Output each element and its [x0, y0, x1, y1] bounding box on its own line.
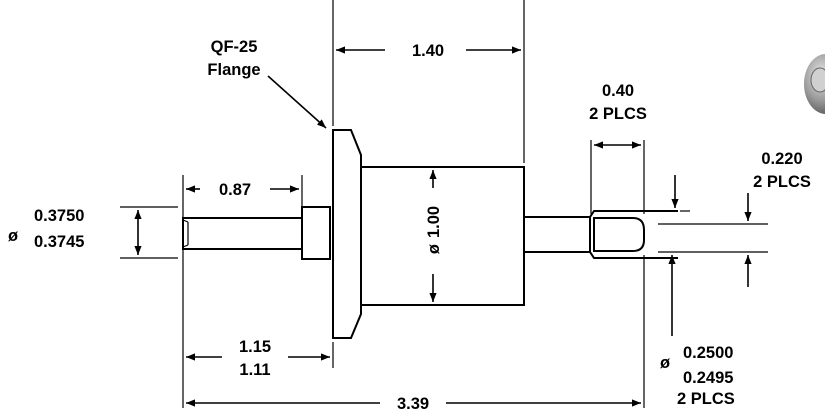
- dim-0.87: 0.87: [186, 181, 299, 199]
- flange-label-line2: Flange: [207, 61, 260, 79]
- left-shaft-chamfer: [182, 219, 189, 248]
- dim-right-step: 0.40 2 PLCS: [589, 82, 647, 149]
- flange-callout: QF-25 Flange: [207, 38, 327, 129]
- dim-left-to-flange: 1.15 1.11: [186, 338, 330, 379]
- dim-right-step-height: 0.220 2 PLCS: [671, 150, 811, 287]
- dim-right-dia-min: 0.2495: [683, 369, 733, 387]
- left-collar: [301, 206, 331, 260]
- right-shaft: [523, 210, 678, 259]
- dim-1.11-label: 1.11: [239, 361, 270, 379]
- part-outline: [182, 129, 678, 339]
- dim-1.15-label: 1.15: [239, 338, 271, 356]
- dim-body-dia-label: 1.00: [425, 206, 443, 238]
- dim-left-dia-min: 0.3745: [34, 233, 84, 251]
- dim-3.39-label: 3.39: [397, 395, 429, 413]
- dim-3.39: 3.39: [186, 395, 641, 413]
- dim-0.40-label: 0.40: [602, 82, 634, 100]
- dim-left-shaft-dia: ø 0.3750 0.3745: [8, 207, 142, 255]
- main-body: [360, 166, 525, 306]
- flange-label-line1: QF-25: [211, 38, 258, 56]
- svg-text:ø1.00: ø 1.00: [425, 206, 443, 254]
- dim-1.40-label: 1.40: [412, 42, 444, 60]
- dim-0.220-plcs: 2 PLCS: [753, 173, 811, 191]
- dim-body-dia: ø 1.00: [425, 170, 443, 302]
- dim-0.40-plcs: 2 PLCS: [589, 105, 647, 123]
- dim-1.40: 1.40: [336, 42, 521, 60]
- dim-right-dia-plcs: 2 PLCS: [677, 390, 735, 408]
- dim-0.87-label: 0.87: [219, 181, 251, 199]
- left-shaft: [182, 217, 303, 250]
- qf25-flange: [332, 129, 362, 339]
- dia-symbol-left: ø: [8, 227, 18, 245]
- dia-symbol-right: ø: [660, 354, 670, 372]
- dim-right-dia-max: 0.2500: [683, 344, 733, 362]
- dim-0.220-label: 0.220: [761, 150, 802, 168]
- dim-left-dia-max: 0.3750: [34, 207, 84, 225]
- dim-right-shaft-dia: ø 0.2500 0.2495 2 PLCS: [660, 255, 735, 408]
- extension-lines: [120, 0, 768, 408]
- right-shaft-tip: [589, 217, 645, 252]
- dia-symbol-body: ø: [425, 244, 443, 254]
- part-thumbnail-icon: [804, 54, 825, 114]
